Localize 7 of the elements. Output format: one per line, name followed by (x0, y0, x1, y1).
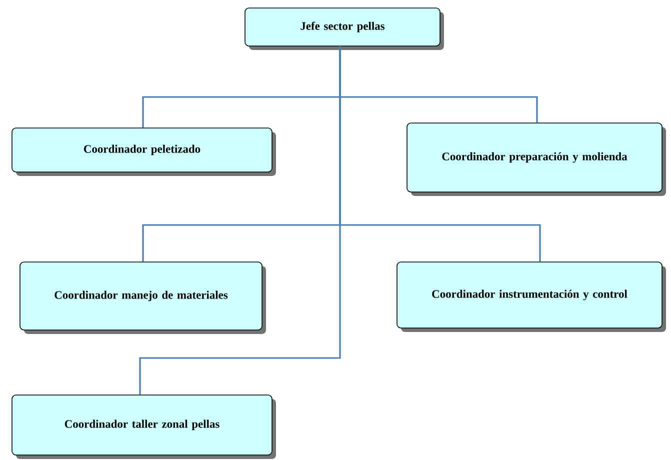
org-box: Coordinador preparación y molienda (406, 122, 666, 196)
org-box: Coordinador manejo de materiales (20, 262, 266, 334)
org-box: Coordinador instrumentación y control (396, 262, 666, 332)
org-box: Coordinador peletizado (12, 128, 276, 176)
org-box: Jefe sector pellas (244, 8, 444, 50)
connector-line (139, 46, 341, 395)
org-box: Coordinador taller zonal pellas (12, 394, 276, 459)
